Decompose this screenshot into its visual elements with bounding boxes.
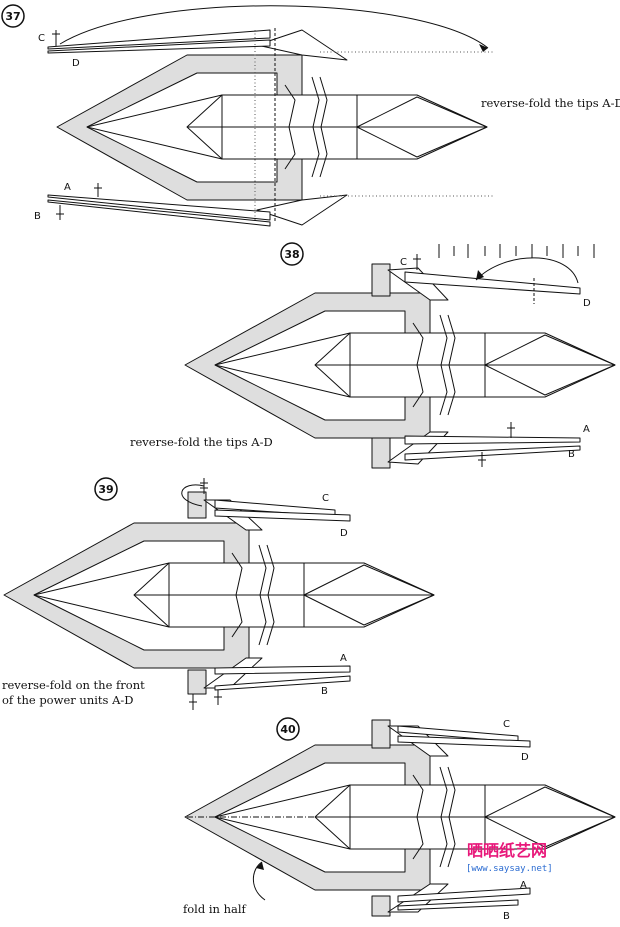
- tip-label-a: A: [340, 653, 347, 664]
- tip-label-b: B: [568, 449, 575, 460]
- push-arrow-c: [413, 254, 421, 270]
- rod-top-2: [47, 39, 271, 54]
- caption-line-2: of the power units A-D: [2, 693, 134, 707]
- step-number-circle: [276, 717, 300, 741]
- watermark-chinese: 晒晒纸艺网: [467, 841, 547, 860]
- tip-label-a: A: [64, 182, 71, 193]
- step-number-circle: [94, 477, 118, 501]
- power-unit-top: [371, 719, 391, 749]
- push-arrow-bottom: [189, 690, 222, 710]
- rod-top-2: [397, 735, 531, 748]
- push-arrow-top: [200, 478, 208, 494]
- step-number: 39: [98, 483, 113, 496]
- step-number: 38: [284, 248, 299, 261]
- rod-bottom: [397, 887, 531, 903]
- rod-top-2: [214, 509, 351, 522]
- step-39: 39 C D A B reverse-fold on the fron: [2, 477, 435, 710]
- tip-label-c: C: [322, 493, 329, 504]
- tip-label-c: C: [400, 257, 407, 268]
- step-number-circle: [280, 242, 304, 266]
- tip-label-c: C: [38, 33, 45, 44]
- caption: reverse-fold the tips A-D: [130, 435, 273, 449]
- rod-bottom-2: [404, 445, 581, 461]
- step-40: 40 C D A B fold in half: [183, 717, 616, 922]
- power-unit-top: [371, 263, 391, 297]
- rod-top: [47, 29, 271, 50]
- power-unit-bottom: [371, 895, 391, 917]
- rod-bottom-2: [47, 199, 271, 227]
- tip-label-d: D: [340, 528, 348, 539]
- rod-bottom-2: [397, 899, 519, 911]
- push-arrow-a: [507, 422, 515, 438]
- rod-bottom: [404, 435, 581, 445]
- tip-label-d: D: [583, 298, 591, 309]
- fold-arrow: [475, 257, 579, 284]
- power-unit-bottom: [371, 437, 391, 469]
- power-unit-bottom: [187, 669, 207, 695]
- rod-bottom-2: [214, 675, 351, 691]
- watermark-url: [www.saysay.net]: [466, 864, 553, 874]
- push-arrow-c: [52, 30, 60, 46]
- push-arrow-b: [478, 452, 486, 467]
- rod-bottom: [214, 665, 351, 675]
- step-number: 40: [280, 723, 296, 736]
- step-number-circle: [1, 4, 25, 28]
- caption: reverse-fold the tips A-D: [481, 96, 620, 110]
- tip-label-b: B: [503, 911, 510, 922]
- caption-line-1: reverse-fold on the front: [2, 678, 145, 692]
- caption: fold in half: [183, 902, 247, 916]
- tip-label-d: D: [72, 58, 80, 69]
- fold-arrow: [252, 861, 266, 901]
- tip-label-a: A: [520, 880, 527, 891]
- step-38: 38: [130, 242, 616, 469]
- tip-label-b: B: [34, 211, 41, 222]
- tip-label-a: A: [583, 424, 590, 435]
- rod-bottom: [47, 194, 271, 221]
- push-arrow-b: [56, 205, 64, 220]
- step-37: 37: [1, 4, 620, 227]
- rod-top: [404, 271, 581, 295]
- fold-arrow: [59, 5, 489, 49]
- tip-label-b: B: [321, 686, 328, 697]
- site-watermark: 晒晒纸艺网 [www.saysay.net]: [466, 841, 553, 874]
- tip-label-d: D: [521, 752, 529, 763]
- step-number: 37: [5, 10, 20, 23]
- fold-arrow: [181, 484, 205, 507]
- ship-diagram-38: [184, 292, 616, 439]
- tip-label-c: C: [503, 719, 510, 730]
- ship-diagram-39: [3, 522, 435, 669]
- push-arrow-a: [94, 183, 102, 197]
- measure-ticks: [438, 244, 595, 258]
